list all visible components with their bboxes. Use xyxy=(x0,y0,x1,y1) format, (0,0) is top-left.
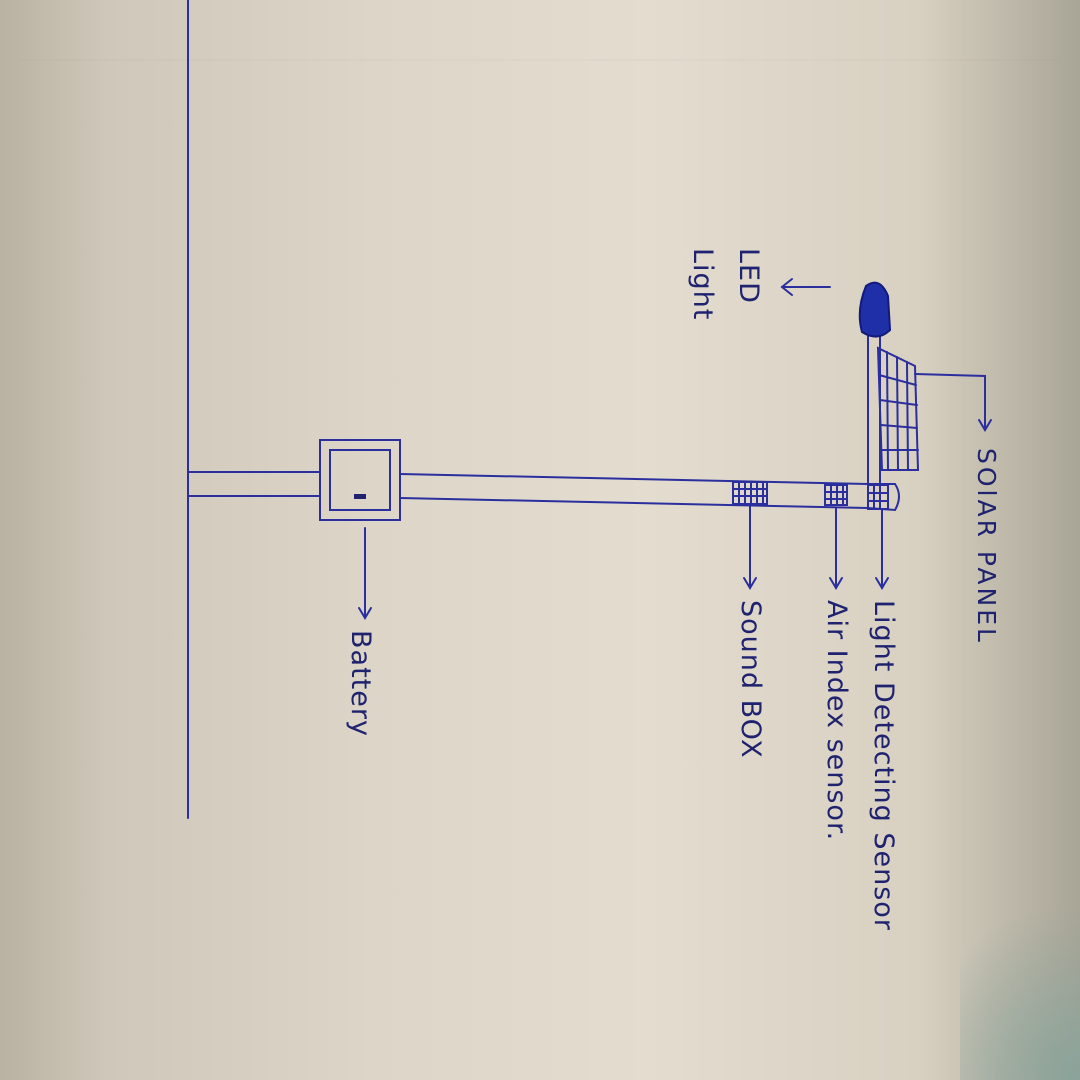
air-sensor-arrow xyxy=(829,507,843,590)
sound-box-label: Sound BOX xyxy=(735,600,766,759)
battery-arrow xyxy=(358,527,372,620)
battery-box xyxy=(319,439,401,521)
led-light-arrow xyxy=(780,278,831,296)
lamp-arm xyxy=(867,319,881,485)
led-light-label: LEDLight xyxy=(687,248,764,320)
pole xyxy=(187,471,900,512)
light-sensor-arrow xyxy=(875,509,889,590)
light-detecting-sensor xyxy=(867,484,889,510)
led-lamp-head xyxy=(858,281,892,338)
battery-label: Battery xyxy=(345,630,376,737)
solar-panel-label: SOlAR PANEL xyxy=(972,448,1001,645)
sound-box xyxy=(732,481,768,505)
air-index-sensor xyxy=(824,484,848,506)
led-light-label-text: LEDLight xyxy=(687,248,764,320)
solar-panel xyxy=(876,346,920,471)
light-sensor-label: Light Detecting Sensor xyxy=(868,600,899,931)
table-corner xyxy=(960,860,1080,1080)
sound-box-arrow xyxy=(743,505,757,590)
solar-panel-arrow xyxy=(914,373,992,432)
air-sensor-label: Air Index sensor. xyxy=(821,600,852,841)
